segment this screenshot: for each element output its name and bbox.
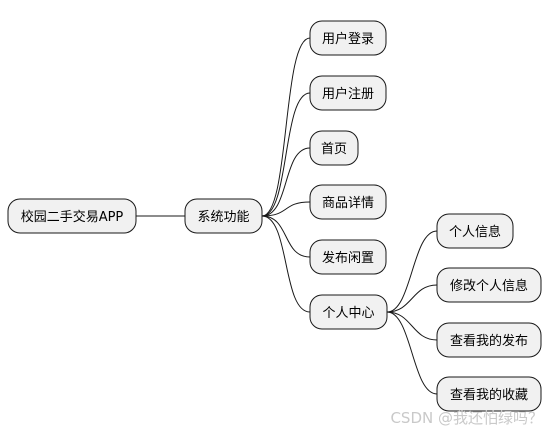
node-branch-label: 用户注册 xyxy=(322,86,374,102)
node-center-label: 系统功能 xyxy=(197,210,249,225)
node-branch-personal: 个人中心 xyxy=(309,294,388,330)
edge-personal-info xyxy=(386,230,438,313)
node-branch-label: 商品详情 xyxy=(322,196,374,211)
node-branch-detail: 商品详情 xyxy=(309,184,387,220)
edge-center-personal xyxy=(261,215,311,313)
node-branch-home: 首页 xyxy=(309,130,359,166)
edge-center-detail xyxy=(261,201,311,217)
node-sub-info: 个人信息 xyxy=(436,213,514,249)
node-sub-label: 修改个人信息 xyxy=(450,278,528,294)
edge-center-home xyxy=(261,147,311,217)
edge-center-register xyxy=(261,92,311,217)
node-sub-label: 查看我的收藏 xyxy=(450,387,528,403)
edge-center-publish xyxy=(261,215,311,258)
edge-personal-edit xyxy=(386,284,438,313)
edge-center-login xyxy=(261,37,311,217)
node-branch-label: 用户登录 xyxy=(322,31,374,47)
node-sub-mypub: 查看我的发布 xyxy=(436,322,542,358)
edge-personal-mypub xyxy=(386,311,438,341)
node-center: 系统功能 xyxy=(184,198,263,234)
node-branch-login: 用户登录 xyxy=(309,20,387,56)
node-sub-edit: 修改个人信息 xyxy=(436,267,542,303)
node-sub-label: 个人信息 xyxy=(449,224,501,240)
node-sub-fav: 查看我的收藏 xyxy=(436,376,542,412)
node-branch-label: 个人中心 xyxy=(322,306,374,321)
node-branch-label: 发布闲置 xyxy=(322,250,374,266)
edge-personal-fav xyxy=(386,311,438,395)
node-root-label: 校园二手交易APP xyxy=(21,209,124,225)
node-sub-label: 查看我的发布 xyxy=(450,333,528,349)
node-root: 校园二手交易APP xyxy=(7,198,137,234)
edges xyxy=(136,37,438,395)
watermark: CSDN @我还怕绿吗？ xyxy=(390,409,543,427)
node-branch-label: 首页 xyxy=(321,142,347,157)
node-branch-publish: 发布闲置 xyxy=(309,239,387,275)
node-branch-register: 用户注册 xyxy=(309,75,387,111)
